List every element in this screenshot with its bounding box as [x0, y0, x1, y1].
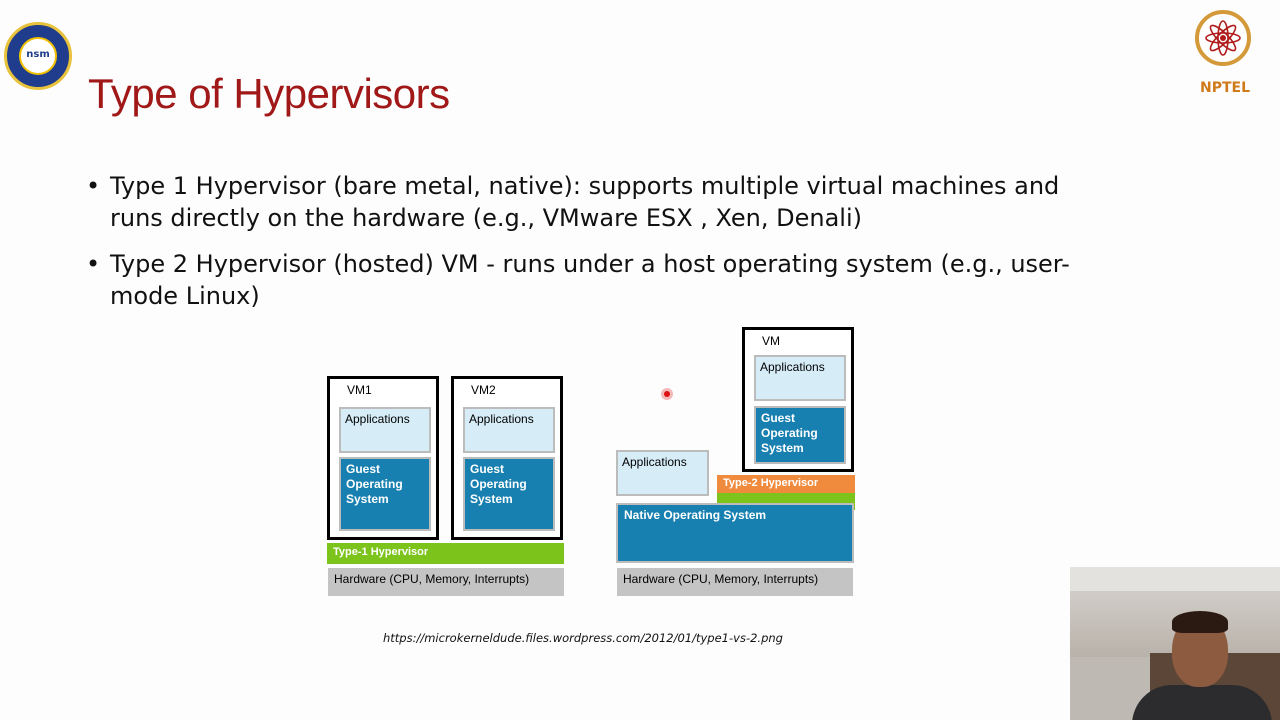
- laser-pointer-icon: [661, 388, 673, 400]
- presenter-webcam: [1070, 567, 1280, 720]
- nptel-emblem-icon: [1195, 10, 1251, 66]
- bullet-list: Type 1 Hypervisor (bare metal, native): …: [86, 170, 1086, 326]
- type1-hypervisor-bar: Type-1 Hypervisor: [327, 543, 564, 564]
- vm2-applications-box: Applications: [463, 407, 555, 453]
- type2-host-applications-box: Applications: [616, 450, 709, 496]
- vm1-guest-os-box: Guest Operating System: [339, 457, 431, 531]
- type2-guest-os-box: Guest Operating System: [754, 406, 846, 464]
- vm1-applications-box: Applications: [339, 407, 431, 453]
- vm2-label: VM2: [471, 383, 496, 397]
- nsm-logo: nsm: [4, 22, 72, 90]
- type2-hardware-bar: Hardware (CPU, Memory, Interrupts): [617, 568, 853, 596]
- type2-hypervisor-bar: Type-2 Hypervisor: [717, 475, 855, 493]
- bullet-item: Type 1 Hypervisor (bare metal, native): …: [86, 170, 1086, 234]
- bullet-item: Type 2 Hypervisor (hosted) VM - runs und…: [86, 248, 1086, 312]
- nptel-logo: NPTEL: [1189, 8, 1261, 98]
- type1-hardware-bar: Hardware (CPU, Memory, Interrupts): [328, 568, 564, 596]
- type1-vm1-frame: VM1 Applications Guest Operating System: [327, 376, 439, 540]
- nptel-logo-label: NPTEL: [1199, 80, 1250, 96]
- nsm-logo-inner: nsm: [19, 37, 57, 75]
- slide-title: Type of Hypervisors: [88, 70, 450, 117]
- vm2-guest-os-box: Guest Operating System: [463, 457, 555, 531]
- type2-vm-label: VM: [762, 334, 780, 348]
- nsm-logo-text: nsm: [26, 49, 50, 60]
- type2-vm-frame: VM Applications Guest Operating System: [742, 327, 854, 472]
- webcam-ceiling: [1070, 567, 1280, 591]
- source-citation: https://microkerneldude.files.wordpress.…: [383, 631, 783, 645]
- type1-vm2-frame: VM2 Applications Guest Operating System: [451, 376, 563, 540]
- presenter-shirt: [1132, 685, 1272, 720]
- type2-vm-applications-box: Applications: [754, 355, 846, 401]
- presenter-hair: [1172, 611, 1228, 633]
- vm1-label: VM1: [347, 383, 372, 397]
- type2-native-os-box: Native Operating System: [616, 503, 854, 563]
